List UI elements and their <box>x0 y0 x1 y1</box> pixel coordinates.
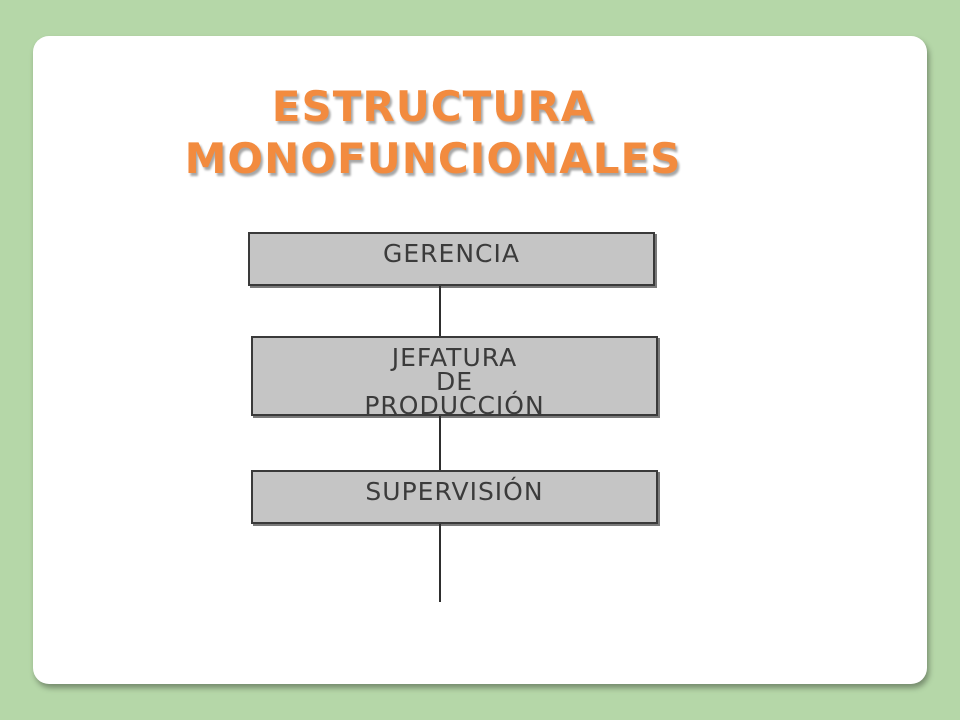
node-jefatura-line-3: PRODUCCIÓN <box>364 391 545 420</box>
connector-jefatura-supervision <box>439 416 441 470</box>
org-chart: GERENCIA JEFATURA DE PRODUCCIÓN SUPERVIS… <box>33 36 927 684</box>
node-gerencia: GERENCIA <box>248 232 655 286</box>
slide-card: ESTRUCTURA MONOFUNCIONALES GERENCIA JEFA… <box>33 36 927 684</box>
node-gerencia-label: GERENCIA <box>383 239 520 268</box>
node-jefatura: JEFATURA DE PRODUCCIÓN <box>251 336 658 420</box>
connector-gerencia-jefatura <box>439 286 441 336</box>
connector-supervision-tail <box>439 524 441 602</box>
node-jefatura-line-2: DE <box>435 367 474 396</box>
node-supervision-label: SUPERVISIÓN <box>365 477 544 506</box>
node-supervision: SUPERVISIÓN <box>251 470 658 524</box>
node-jefatura-line-1: JEFATURA <box>391 343 518 372</box>
title-line-1: ESTRUCTURA <box>271 82 595 131</box>
title-line-2: MONOFUNCIONALES <box>184 134 682 183</box>
slide-title: ESTRUCTURA MONOFUNCIONALES <box>33 81 833 185</box>
